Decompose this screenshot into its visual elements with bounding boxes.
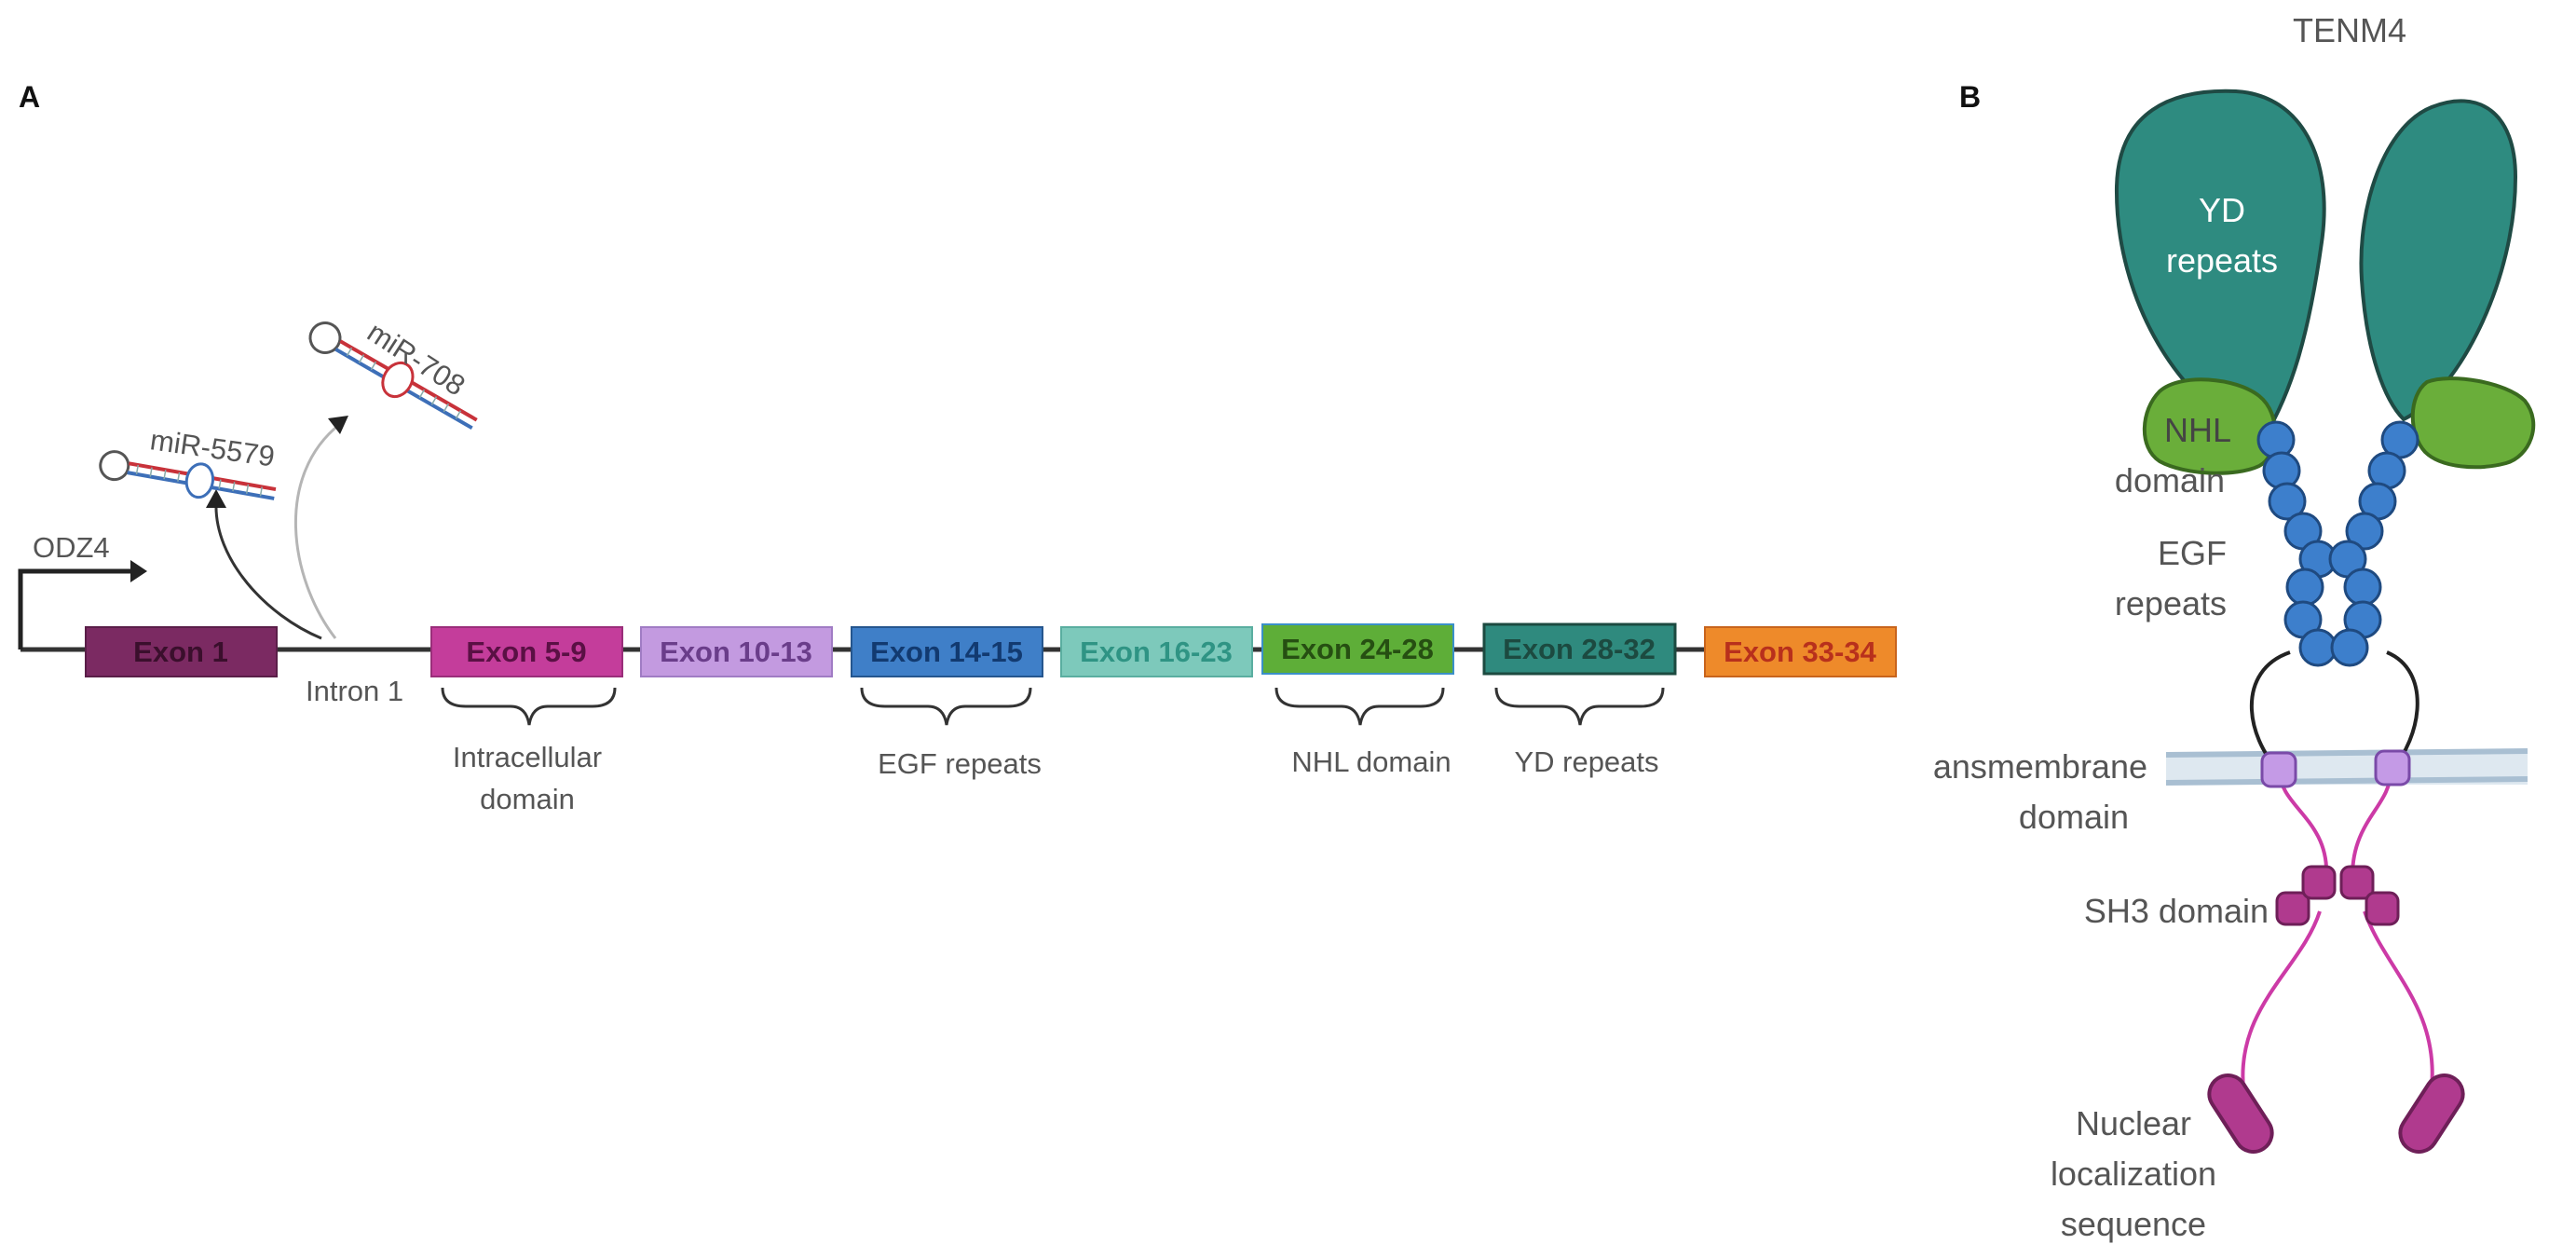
linker-right-upper [2351, 771, 2392, 877]
intron-arrow-mir708 [293, 422, 341, 639]
brace-intracellular [441, 687, 617, 726]
yd-repeats-right [2359, 99, 2518, 422]
brace-yd [1494, 687, 1665, 726]
panel-b-letter: B [1959, 80, 1981, 114]
exon-box [85, 626, 278, 677]
mir708-label: miR-708 [361, 316, 470, 403]
exon-label: Exon 28-32 [1503, 633, 1656, 665]
exon-28-32: Exon 28-32 [1482, 622, 1677, 676]
domain-label-intracellular-2: domain [480, 783, 575, 815]
egf-label-1: EGF [2158, 534, 2227, 572]
nls-label-1: Nuclear [2076, 1104, 2191, 1142]
linker-right-lower [2363, 910, 2434, 1089]
brace-egf [860, 687, 1032, 726]
domain-label-nhl: NHL domain [1291, 745, 1451, 778]
exon-label: Exon 1 [133, 636, 228, 668]
promoter-label: ODZ4 [33, 531, 110, 564]
exon-box [851, 626, 1043, 677]
exon-box [430, 626, 623, 677]
egf-repeats-left [2256, 420, 2337, 667]
exon-label: Exon 16-23 [1080, 636, 1233, 668]
arrowhead-mir708 [328, 416, 348, 434]
egf-repeats-right [2328, 420, 2419, 667]
sh3-label: SH3 domain [2084, 892, 2269, 930]
nhl-label-1: NHL [2164, 411, 2231, 449]
sh3-domain-left [2275, 865, 2337, 926]
domain-label-intracellular-1: Intracellular [453, 741, 602, 773]
nls-label-2: localization [2051, 1155, 2216, 1193]
exon-label: Exon 14-15 [870, 636, 1023, 668]
yd-label-2: repeats [2166, 241, 2278, 280]
nhl-domain-right [2410, 376, 2536, 470]
cell-membrane [2165, 748, 2528, 786]
mirna-hairpin-708 [308, 321, 478, 431]
nls-right [2398, 1073, 2465, 1154]
nls-left [2207, 1073, 2274, 1154]
exon-box [1482, 622, 1677, 676]
yd-label-1: YD [2199, 191, 2245, 229]
exon-label: Exon 33-34 [1724, 636, 1876, 668]
domain-label-egf: EGF repeats [878, 747, 1042, 780]
exon-box [640, 626, 833, 677]
linker-left-lower [2241, 910, 2322, 1089]
exon-24-28: Exon 24-28 [1261, 623, 1454, 675]
exon-33-34: Exon 33-34 [1704, 626, 1897, 677]
tm-label-1: ansmembrane [1933, 747, 2147, 786]
exon-label: Exon 5-9 [466, 636, 586, 668]
tm-label-2: domain [2019, 798, 2129, 836]
exon-1: Exon 1 [85, 626, 278, 677]
exon-box [1060, 626, 1253, 677]
sh3-domain-right [2339, 865, 2400, 926]
panel-a-letter: A [19, 80, 40, 114]
nhl-domain-left [2142, 377, 2277, 475]
nhl-label-2: domain [2115, 461, 2225, 499]
exon-label: Exon 10-13 [660, 636, 812, 668]
mirna-hairpin-5579 [99, 450, 277, 500]
arrowhead-mir5579 [206, 489, 226, 508]
exon-10-13: Exon 10-13 [640, 626, 833, 677]
intron-label: Intron 1 [306, 675, 403, 707]
domain-label-yd: YD repeats [1514, 745, 1658, 778]
yd-repeats-left [2114, 89, 2326, 441]
tm-domain-left [2260, 751, 2297, 788]
nls-label-3: sequence [2061, 1205, 2206, 1243]
tm-domain-right [2374, 749, 2411, 786]
egf-label-2: repeats [2115, 584, 2227, 622]
exon-16-23: Exon 16-23 [1060, 626, 1253, 677]
mir5579-label: miR-5579 [148, 423, 277, 472]
exon-label: Exon 24-28 [1281, 633, 1434, 665]
brace-nhl [1274, 687, 1445, 726]
exon-5-9: Exon 5-9 [430, 626, 623, 677]
exon-box [1261, 623, 1454, 675]
exon-box [1704, 626, 1897, 677]
intron-arrow-mir5579 [214, 502, 322, 640]
protein-title: TENM4 [2293, 11, 2406, 49]
exon-14-15: Exon 14-15 [851, 626, 1043, 677]
promoter-arrow [18, 560, 147, 650]
